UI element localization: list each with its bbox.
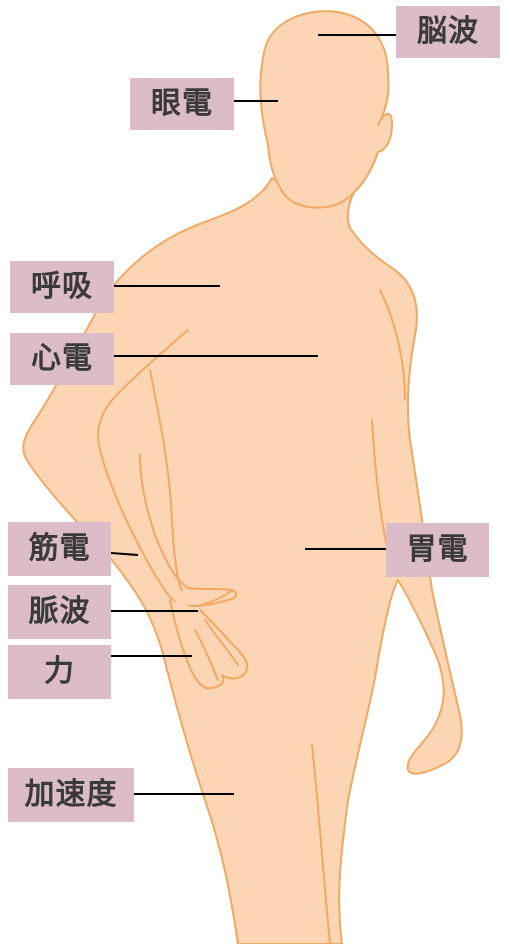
head xyxy=(260,11,392,207)
label-pulse-wave: 脈波 xyxy=(8,585,111,639)
label-electromyogram: 筋電 xyxy=(8,522,111,576)
label-force: 力 xyxy=(8,645,111,699)
label-brain-waves: 脳波 xyxy=(396,6,500,58)
label-acceleration: 加速度 xyxy=(8,768,134,822)
label-electrogastrogram: 胃電 xyxy=(386,523,489,577)
label-respiration: 呼吸 xyxy=(10,261,114,313)
label-electrocardiogram: 心電 xyxy=(10,333,114,385)
label-electrooculogram: 眼電 xyxy=(130,78,234,130)
